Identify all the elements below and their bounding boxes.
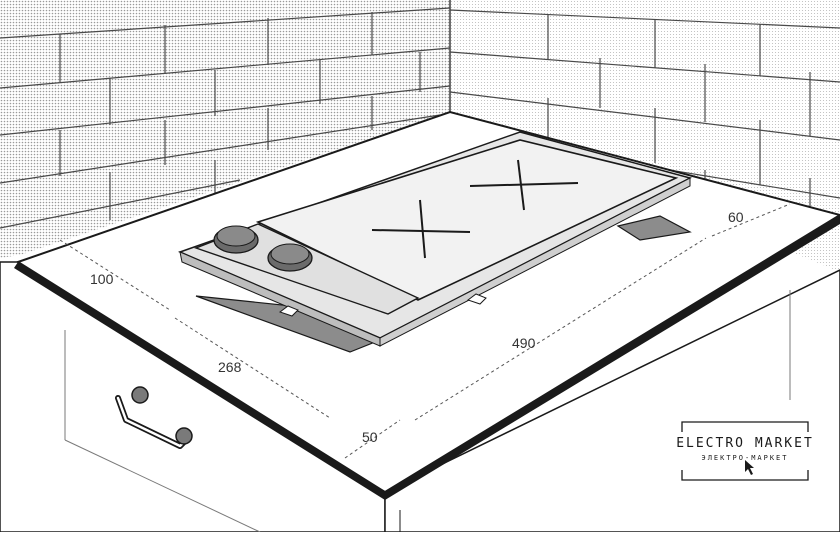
logo-subtitle-text: ЭЛЕКТРО-МАРКЕТ bbox=[701, 454, 788, 462]
cursor-icon bbox=[745, 460, 754, 475]
domino-hob bbox=[177, 131, 693, 347]
dimension-50: 50 bbox=[362, 429, 378, 445]
electro-market-logo: ELECTRO MARKET ЭЛЕКТРО-МАРКЕТ bbox=[676, 421, 814, 481]
dimension-lines bbox=[59, 203, 791, 459]
countertop-cutout bbox=[195, 215, 692, 353]
dimension-268: 268 bbox=[218, 359, 242, 375]
drawer-handle bbox=[115, 386, 193, 449]
cooking-zone-rear bbox=[469, 159, 579, 211]
dimension-100: 100 bbox=[90, 271, 114, 287]
dimension-490: 490 bbox=[512, 335, 536, 351]
control-knob-right bbox=[267, 243, 313, 272]
control-knob-left bbox=[213, 225, 259, 254]
logo-brand-text: ELECTRO MARKET bbox=[676, 436, 814, 451]
dimension-60: 60 bbox=[728, 209, 744, 225]
cooking-zone-front bbox=[371, 199, 471, 259]
